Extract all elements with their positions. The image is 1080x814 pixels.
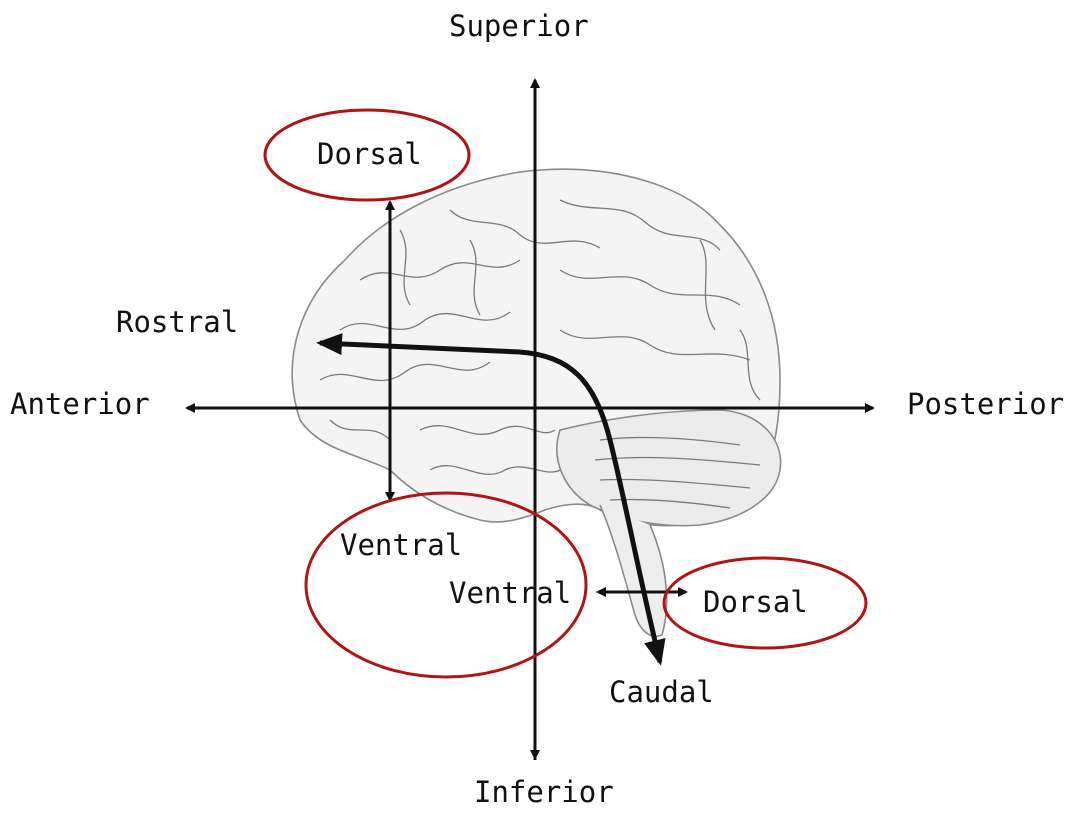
cerebellum-outline: [557, 410, 781, 526]
ventral-stem-label: Ventral: [449, 579, 571, 608]
anterior-label: Anterior: [10, 390, 150, 419]
ventral-left-label: Ventral: [340, 531, 462, 560]
posterior-label: Posterior: [907, 390, 1064, 419]
inferior-label: Inferior: [474, 778, 614, 807]
superior-label: Superior: [449, 12, 589, 41]
dorsal-stem-label: Dorsal: [703, 588, 808, 617]
rostral-label: Rostral: [116, 308, 238, 337]
dorsal-top-label: Dorsal: [317, 140, 422, 169]
caudal-label: Caudal: [609, 678, 714, 707]
